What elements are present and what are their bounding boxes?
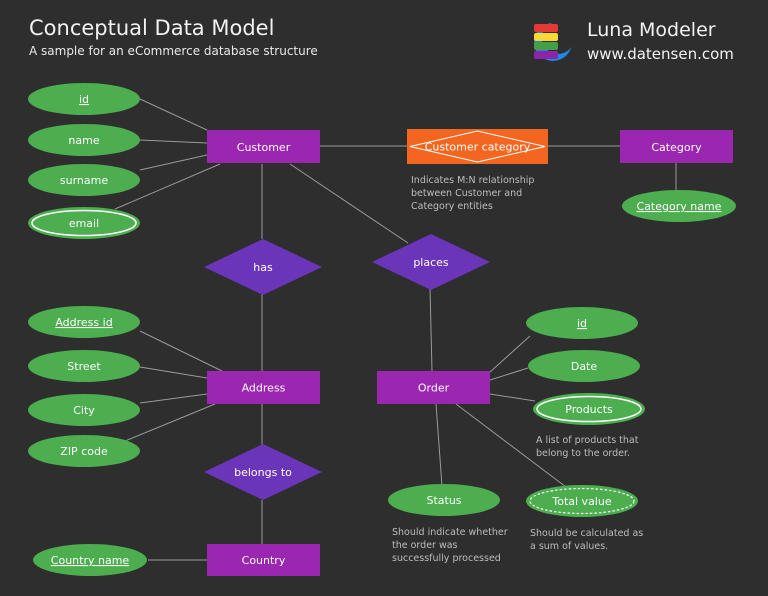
attribute-order-status[interactable]: Status	[388, 484, 500, 516]
attribute-customer-id[interactable]: id	[28, 83, 140, 115]
note-line: Category entities	[411, 201, 493, 212]
attribute-label: City	[73, 404, 95, 417]
attribute-country-name[interactable]: Country name	[33, 544, 147, 576]
attribute-label: Address id	[55, 316, 112, 329]
connector-line	[139, 154, 208, 171]
attribute-order-total-value[interactable]: Total value	[526, 485, 638, 517]
entity-address[interactable]: Address	[207, 371, 320, 404]
relationship-has[interactable]: has	[204, 239, 322, 295]
attribute-label: Category name	[637, 200, 722, 213]
attribute-category-name[interactable]: Category name	[622, 190, 736, 222]
note-line: Should be calculated as	[530, 528, 643, 539]
entity-label: Customer	[237, 141, 291, 154]
associative-entity-label: Customer category	[425, 141, 531, 154]
relationship-label: has	[253, 261, 273, 274]
attribute-label: ZIP code	[60, 445, 108, 458]
note-total-value: Should be calculated as a sum of values.	[530, 528, 643, 552]
associative-entity-customer-category[interactable]: Customer category	[407, 129, 548, 164]
note-line: a sum of values.	[530, 541, 608, 552]
connector-line	[139, 330, 223, 372]
connector-line	[139, 366, 208, 379]
relationship-label: places	[413, 256, 449, 269]
attribute-label: email	[69, 217, 99, 230]
attribute-order-products[interactable]: Products	[533, 393, 645, 425]
connector-line	[124, 403, 216, 442]
attribute-customer-name[interactable]: name	[28, 124, 140, 156]
note-line: between Customer and	[411, 188, 522, 199]
note-mn-relationship: Indicates M:N relationship between Custo…	[411, 175, 534, 212]
note-products: A list of products that belong to the or…	[536, 435, 639, 459]
attribute-label: Status	[426, 494, 461, 507]
attribute-customer-email[interactable]: email	[28, 207, 140, 239]
relationship-belongs-to[interactable]: belongs to	[204, 444, 322, 500]
attribute-address-street[interactable]: Street	[28, 350, 140, 382]
attribute-order-date[interactable]: Date	[528, 350, 640, 382]
note-line: Indicates M:N relationship	[411, 175, 534, 186]
attribute-address-zip[interactable]: ZIP code	[28, 435, 140, 467]
note-status: Should indicate whether the order was su…	[392, 527, 508, 564]
diagram-subtitle: A sample for an eCommerce database struc…	[29, 44, 318, 58]
attribute-label: id	[79, 93, 89, 106]
note-line: Should indicate whether	[392, 527, 508, 538]
relationship-places[interactable]: places	[372, 234, 490, 290]
connector-line	[139, 98, 208, 131]
attribute-label: Date	[571, 360, 598, 373]
attribute-label: id	[577, 317, 587, 330]
attribute-address-id[interactable]: Address id	[28, 306, 140, 338]
connector-line	[489, 393, 536, 402]
entity-category[interactable]: Category	[620, 130, 733, 163]
attribute-label: Country name	[51, 554, 130, 567]
connector-line	[489, 335, 531, 373]
brand-url: www.datensen.com	[587, 45, 734, 63]
connector-line	[289, 163, 409, 244]
note-line: successfully processed	[392, 553, 501, 564]
diagram-title: Conceptual Data Model	[29, 16, 275, 40]
entity-label: Category	[651, 141, 702, 154]
entity-country[interactable]: Country	[207, 544, 320, 576]
note-line: belong to the order.	[536, 448, 630, 459]
entity-label: Order	[418, 382, 450, 395]
attribute-label: name	[68, 134, 99, 147]
attribute-label: Products	[565, 403, 613, 416]
connector-line	[114, 163, 221, 210]
attribute-customer-surname[interactable]: surname	[28, 164, 140, 196]
entity-order[interactable]: Order	[377, 371, 490, 404]
attribute-label: Total value	[551, 495, 611, 508]
connector-line	[435, 403, 443, 487]
luna-modeler-logo-icon	[534, 22, 574, 61]
note-line: the order was	[392, 540, 458, 551]
brand-name: Luna Modeler	[587, 19, 716, 41]
attribute-address-city[interactable]: City	[28, 394, 140, 426]
attribute-label: surname	[60, 174, 108, 187]
attribute-label: Street	[67, 360, 101, 373]
entity-customer[interactable]: Customer	[207, 130, 320, 163]
connector-line	[455, 403, 567, 488]
connector-line	[139, 139, 208, 144]
connector-line	[489, 367, 529, 381]
entity-label: Address	[242, 382, 286, 395]
entity-label: Country	[242, 554, 286, 567]
connector-lines	[114, 98, 677, 561]
connector-line	[429, 287, 433, 372]
connector-line	[139, 393, 208, 404]
attribute-order-id[interactable]: id	[526, 307, 638, 339]
note-line: A list of products that	[536, 435, 639, 446]
relationship-label: belongs to	[234, 466, 292, 479]
